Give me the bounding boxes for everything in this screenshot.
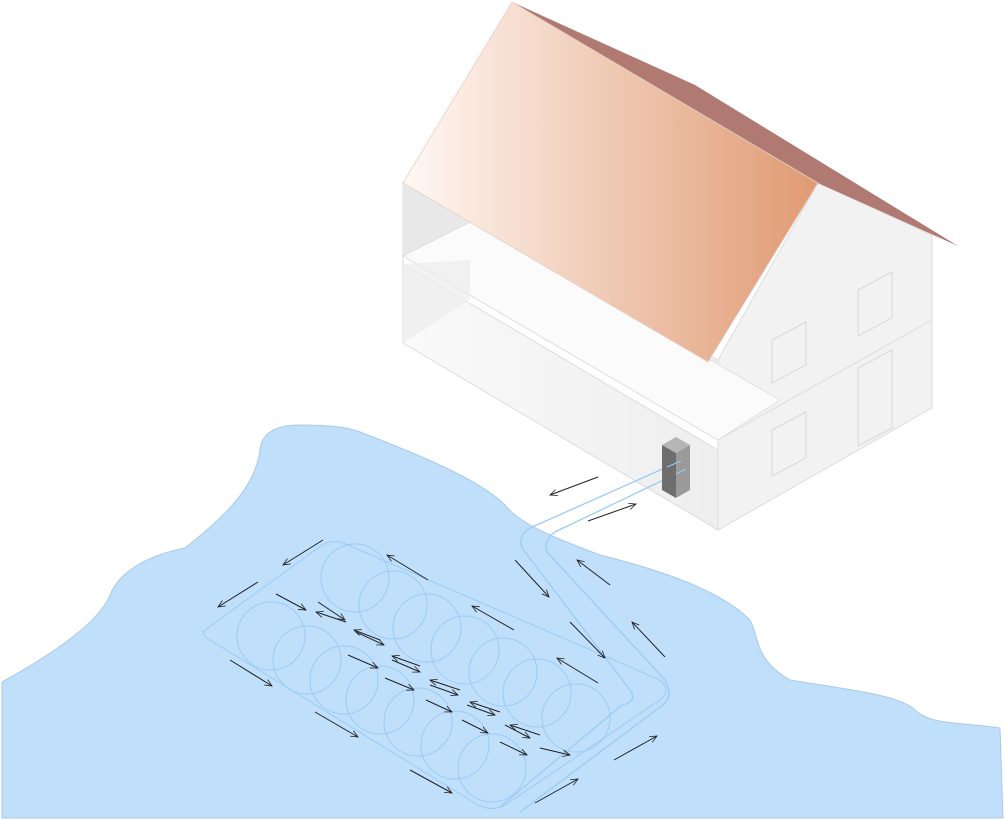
flow-arrow — [347, 654, 378, 668]
flow-arrow — [557, 658, 599, 684]
door — [857, 349, 893, 447]
flow-arrow — [430, 680, 461, 691]
supply-return-pipes — [499, 466, 677, 813]
flow-arrows — [218, 476, 666, 804]
coil-loop — [457, 733, 527, 803]
flow-arrow — [461, 719, 488, 734]
coil-loop — [345, 665, 415, 735]
coil-loop — [420, 710, 490, 780]
ground-loop-coil — [202, 541, 667, 809]
ground-area — [1, 424, 1004, 819]
window — [771, 411, 807, 477]
heat-pump-unit — [662, 437, 690, 498]
coil-loop — [502, 658, 572, 728]
flow-arrow — [470, 702, 501, 713]
flow-arrow — [632, 622, 666, 658]
roof-side — [512, 2, 958, 246]
window — [771, 321, 807, 384]
coil-loop — [309, 645, 379, 715]
flow-arrow — [387, 555, 429, 581]
flow-arrow — [391, 659, 420, 672]
house-illustration — [401, 1, 958, 531]
flow-arrow — [534, 779, 578, 804]
window — [857, 271, 893, 337]
coil-loop — [468, 637, 538, 707]
flow-arrow — [409, 769, 452, 793]
flow-arrow — [229, 659, 272, 686]
flow-arrow — [429, 684, 458, 695]
flow-arrow — [539, 747, 570, 755]
flow-arrow — [577, 560, 611, 586]
flow-arrow — [425, 699, 452, 713]
coil-boundary — [202, 541, 667, 809]
flow-arrow — [317, 601, 345, 620]
flow-arrow — [613, 736, 657, 761]
coil-loop — [392, 593, 462, 663]
flow-arrow — [514, 559, 549, 597]
flow-arrow — [384, 677, 414, 690]
flow-arrow — [499, 741, 527, 756]
roof-front — [402, 1, 819, 363]
coil-loop — [383, 687, 453, 757]
coil-loop — [430, 615, 500, 685]
flow-arrow — [587, 504, 636, 522]
flow-arrow — [569, 621, 605, 658]
flow-arrow — [275, 593, 306, 610]
flow-arrow — [550, 476, 599, 495]
coil-loop — [541, 683, 611, 753]
coil-loop — [358, 570, 428, 640]
flow-arrow — [218, 581, 259, 607]
flow-arrow — [314, 711, 358, 737]
coil-loop — [236, 601, 306, 671]
flow-arrow — [283, 539, 324, 565]
flow-arrow — [354, 630, 381, 641]
flow-arrow — [510, 725, 541, 736]
flow-arrow — [392, 656, 421, 667]
flow-arrow — [472, 606, 515, 631]
coil-loop — [320, 543, 390, 613]
coil-loop — [272, 625, 342, 695]
flow-arrow — [316, 612, 347, 623]
